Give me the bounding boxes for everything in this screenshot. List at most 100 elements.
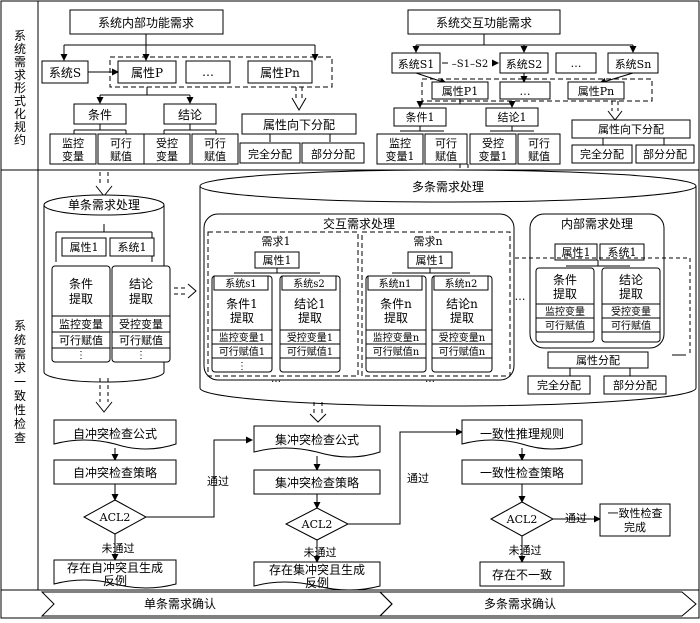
internal-feasible-a: 可行赋值 xyxy=(545,319,585,332)
req1-group xyxy=(207,231,359,377)
multi-proc-title: 多条需求处理 xyxy=(412,180,484,194)
down-assign-box xyxy=(241,113,357,135)
interact-proc-box xyxy=(203,213,515,381)
acl2-label-3: ACL2 xyxy=(506,513,538,526)
reqn-controlled: 受控变量n xyxy=(439,331,486,344)
cond1-label: 条件1 xyxy=(406,110,435,124)
sys-s2-label: 系统S2 xyxy=(506,58,543,71)
down-assign2-label: 属性向下分配 xyxy=(598,122,664,136)
internal-proc-box xyxy=(529,213,665,349)
req1-feasible-b: 可行赋值1 xyxy=(287,345,333,358)
partial-assign2-label: 部分分配 xyxy=(643,147,687,161)
svg-text:赋值: 赋值 xyxy=(435,150,457,163)
svg-text:提取: 提取 xyxy=(129,291,153,306)
inconsistent-label: 存在不一致 xyxy=(492,568,552,582)
svg-text:条件n: 条件n xyxy=(380,297,412,311)
set-strategy: 集冲突检查策略 xyxy=(275,475,359,490)
svg-text:条件: 条件 xyxy=(553,273,577,287)
concl1-label: 结论1 xyxy=(498,110,527,124)
svg-text:完成: 完成 xyxy=(624,520,646,534)
svg-text:变量1: 变量1 xyxy=(386,149,415,163)
row-label-consistency-char: 性 xyxy=(14,403,26,417)
single-sys1: 系统1 xyxy=(118,241,147,254)
multi-proc-cylinder xyxy=(199,169,697,407)
attr-ellipsis-box xyxy=(185,60,231,84)
self-strategy: 自冲突检查策略 xyxy=(73,465,157,480)
attr-assign-label: 属性分配 xyxy=(576,353,620,367)
sys-ellipsis: … xyxy=(571,57,582,70)
req1-label: 需求1 xyxy=(262,235,291,248)
row-label-formalization-char: 形 xyxy=(14,81,26,95)
fail-label-2: 未通过 xyxy=(304,546,337,559)
single-dots2: ⋮ xyxy=(136,350,146,361)
row-label-formalization-char: 求 xyxy=(14,68,26,82)
internal-proc-title: 内部需求处理 xyxy=(561,216,633,231)
internal-monitor: 监控变量 xyxy=(545,305,585,318)
partial-assign-box xyxy=(301,142,365,164)
row-label-formalization-char: 系 xyxy=(14,29,26,43)
svg-text:提取: 提取 xyxy=(384,310,408,325)
svg-text:条件: 条件 xyxy=(69,277,93,291)
req1-vdots-a: ⋮ xyxy=(237,361,247,372)
req1-attr1: 属性1 xyxy=(263,253,292,267)
req1-s1: 系统s1 xyxy=(225,277,257,290)
pass-label-2: 通过 xyxy=(407,472,429,485)
reqn-attr1: 属性1 xyxy=(416,253,445,267)
reqn-monitor: 监控变量n xyxy=(373,331,420,344)
svg-text:存在集冲突且生成: 存在集冲突且生成 xyxy=(269,562,365,577)
svg-text:结论: 结论 xyxy=(619,273,643,287)
attr-pn-box xyxy=(247,60,313,84)
svg-text:监控: 监控 xyxy=(389,136,411,150)
reqn-n1: 系统n1 xyxy=(379,277,412,290)
acl2-label-2: ACL2 xyxy=(301,518,333,531)
single-monitor-var: 监控变量 xyxy=(59,317,103,331)
svg-text:反例: 反例 xyxy=(103,574,127,588)
row-label-consistency-char: 系 xyxy=(14,319,26,333)
sys-ellipsis-box xyxy=(555,52,597,74)
svg-text:反例: 反例 xyxy=(305,576,329,590)
down-assign-label: 属性向下分配 xyxy=(263,117,335,132)
single-feasible1: 可行赋值 xyxy=(59,334,103,347)
footer-arrow-single xyxy=(40,591,393,617)
between-dots: … xyxy=(515,290,526,303)
internal-attr1: 属性1 xyxy=(562,245,591,259)
feasible-val2-box xyxy=(191,133,239,165)
full-assign-label: 完全分配 xyxy=(248,147,292,161)
reqn-hdots: … xyxy=(425,374,435,385)
row-label-consistency-char: 求 xyxy=(14,361,26,375)
down-assign2-box xyxy=(571,119,691,139)
svg-text:赋值: 赋值 xyxy=(528,150,550,163)
row-label-formalization-char: 化 xyxy=(14,107,26,121)
attr-p1-label: 属性P1 xyxy=(442,84,478,98)
req1-monitor: 监控变量1 xyxy=(219,331,265,344)
cons-strategy: 一致性检查策略 xyxy=(480,465,564,480)
row-label-consistency-char: 统 xyxy=(14,333,26,347)
svg-text:提取: 提取 xyxy=(450,310,474,325)
svg-text:赋值: 赋值 xyxy=(110,150,132,163)
down-arrow xyxy=(291,97,307,111)
row-label-consistency-char: 致 xyxy=(14,389,26,403)
multi-full-assign: 完全分配 xyxy=(537,378,581,392)
rule-label: 一致性推理规则 xyxy=(480,426,564,441)
internal-func-box xyxy=(69,9,224,35)
svg-text:一致性检查: 一致性检查 xyxy=(608,506,663,520)
svg-text:可行: 可行 xyxy=(110,137,132,150)
row-label-formalization-char: 规 xyxy=(14,119,26,134)
row-label-consistency-char: 需 xyxy=(14,347,26,361)
attr-pn-label: 属性Pn xyxy=(260,66,300,80)
s1-s2-label: –S1–S2 xyxy=(452,59,488,70)
single-controlled-var: 受控变量 xyxy=(119,317,163,331)
row-label-consistency-char: 检 xyxy=(14,416,26,431)
attr-ellipsis2: … xyxy=(520,85,531,98)
svg-text:提取: 提取 xyxy=(553,286,577,301)
svg-text:赋值: 赋值 xyxy=(204,150,226,163)
footer-multi: 多条需求确认 xyxy=(484,597,556,611)
row-label-formalization-char: 约 xyxy=(14,132,26,147)
single-proc-cylinder xyxy=(43,194,165,383)
svg-text:结论: 结论 xyxy=(129,277,153,291)
interact-func-box xyxy=(407,9,561,35)
reqn-feasible-a: 可行赋值n xyxy=(373,345,420,358)
